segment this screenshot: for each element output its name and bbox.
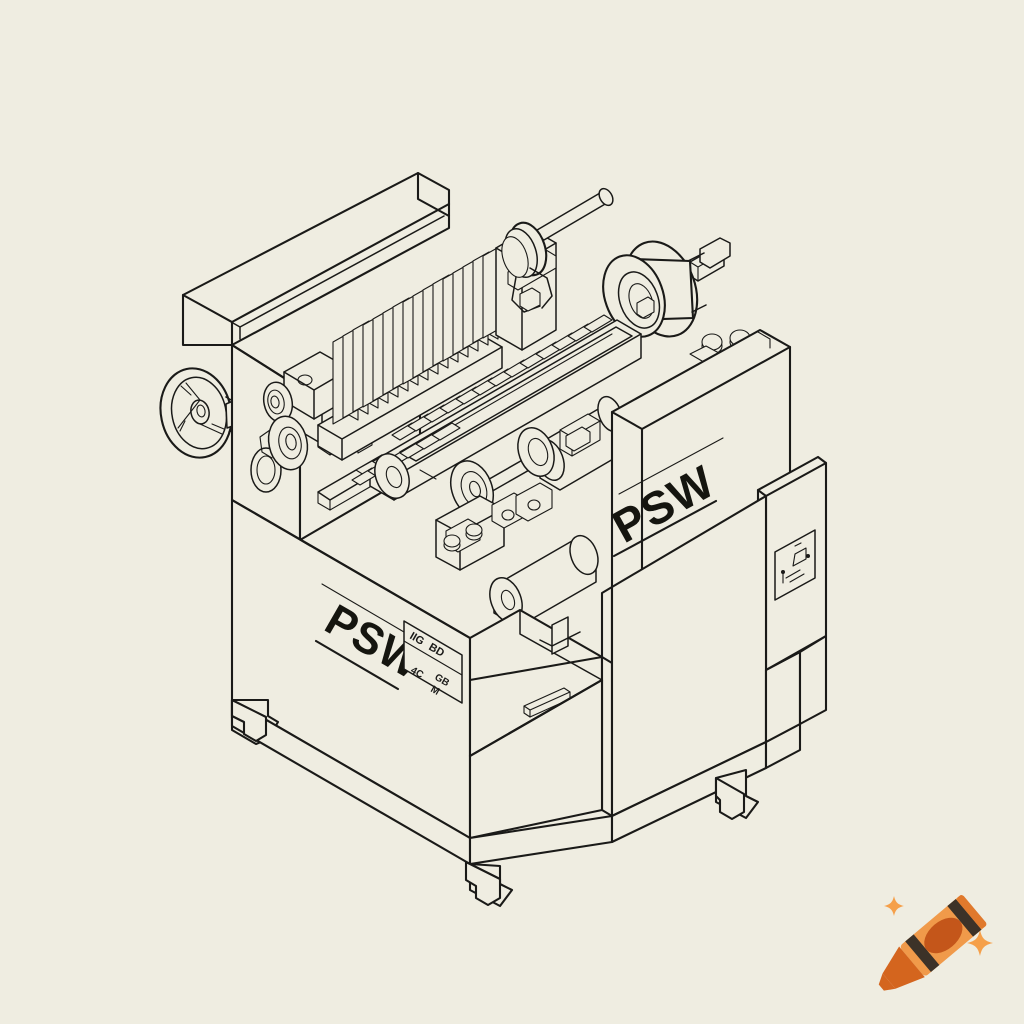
machine-assembly: PSW xyxy=(159,171,828,908)
rack-teeth xyxy=(391,314,613,441)
left-main-cabinet: PSW IIG BD 4C GB M xyxy=(230,498,472,840)
linear-rack-guide xyxy=(351,314,642,501)
spindle-chuck-right xyxy=(602,237,731,338)
upper-shaft-chuck-left xyxy=(501,187,614,313)
machine-feet xyxy=(230,698,746,907)
control-plate-left: IIG BD 4C GB M xyxy=(403,620,463,704)
front-feed-roller xyxy=(489,534,599,628)
center-cabinet-chip-tray xyxy=(468,585,614,840)
right-lower-cabinet xyxy=(756,455,828,672)
upper-left-bed-block xyxy=(181,171,451,347)
warning-placard-right xyxy=(774,529,816,601)
sparkle-icon-2 xyxy=(967,930,993,956)
edge-accents xyxy=(299,469,613,757)
sparkle-icon-1 xyxy=(884,896,904,916)
clamp-blocks-center xyxy=(435,482,553,571)
crayon-watermark xyxy=(878,895,993,991)
warning-placard-icon xyxy=(781,542,810,584)
crayon-icon xyxy=(878,895,987,991)
